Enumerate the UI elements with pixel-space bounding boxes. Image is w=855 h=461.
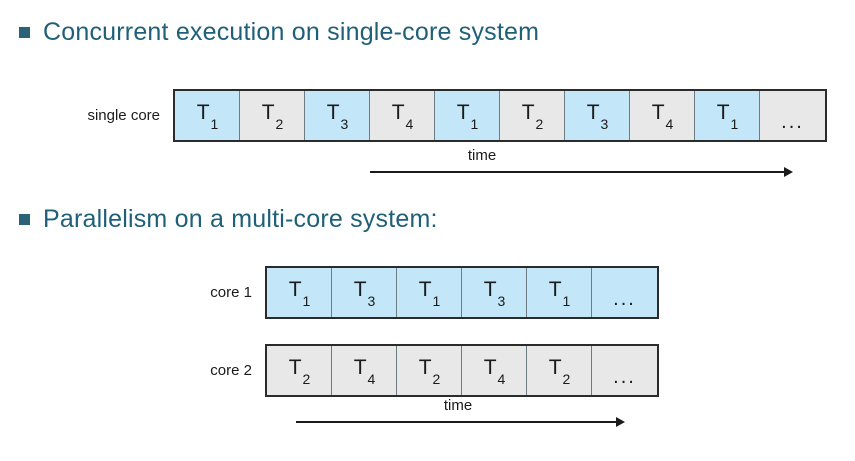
cell-task-index: 1 — [210, 116, 219, 133]
cell-task-letter: T — [353, 278, 367, 301]
cell-task-index: 2 — [302, 371, 311, 388]
ellipsis-label: ... — [781, 111, 804, 133]
single-core-cell-strip: T1 T2 T3 T4 T1 T2 T3 T4 T1 ... — [173, 89, 827, 142]
timeline-cell: T4 — [370, 91, 435, 140]
cell-task-index: 3 — [497, 293, 506, 310]
timeline-cell: T2 — [397, 346, 462, 395]
core-1-row-label: core 1 — [210, 284, 252, 301]
time-axis-line — [296, 421, 618, 423]
cell-task-letter: T — [418, 356, 432, 379]
cell-task-index: 3 — [600, 116, 609, 133]
arrow-right-icon — [784, 167, 793, 177]
core-2-timeline: core 2 T2 T4 T2 T4 T2 ... — [196, 344, 659, 397]
square-bullet-icon — [19, 27, 30, 38]
cell-task-letter: T — [326, 101, 340, 124]
bullet-heading-label: Concurrent execution on single-core syst… — [43, 18, 540, 46]
bullet-heading-parallelism: Parallelism on a multi-core system: — [19, 207, 438, 232]
time-axis-label: time — [443, 397, 473, 414]
single-core-row-label: single core — [87, 107, 160, 124]
bullet-heading-concurrent-execution: Concurrent execution on single-core syst… — [19, 20, 539, 45]
timeline-cell: T3 — [305, 91, 370, 140]
time-axis-label: time — [467, 147, 497, 164]
cell-task-index: 2 — [535, 116, 544, 133]
timeline-cell: T4 — [332, 346, 397, 395]
cell-task-letter: T — [548, 278, 562, 301]
cell-task-letter: T — [288, 356, 302, 379]
timeline-cell: T1 — [267, 268, 332, 317]
cell-task-letter: T — [196, 101, 210, 124]
core-1-timeline: core 1 T1 T3 T1 T3 T1 ... — [196, 266, 659, 319]
timeline-cell: T3 — [565, 91, 630, 140]
cell-task-letter: T — [456, 101, 470, 124]
ellipsis-label: ... — [613, 366, 636, 388]
timeline-cell: T1 — [435, 91, 500, 140]
cell-task-index: 1 — [730, 116, 739, 133]
cell-task-index: 3 — [340, 116, 349, 133]
timeline-cell-ellipsis: ... — [760, 91, 825, 140]
cell-task-letter: T — [418, 278, 432, 301]
timeline-cell: T2 — [500, 91, 565, 140]
core-2-cell-strip: T2 T4 T2 T4 T2 ... — [265, 344, 659, 397]
timeline-cell: T3 — [462, 268, 527, 317]
cell-task-index: 3 — [367, 293, 376, 310]
timeline-cell: T3 — [332, 268, 397, 317]
core-1-cell-strip: T1 T3 T1 T3 T1 ... — [265, 266, 659, 319]
timeline-cell: T1 — [695, 91, 760, 140]
timeline-cell: T1 — [175, 91, 240, 140]
timeline-cell: T1 — [527, 268, 592, 317]
timeline-cell-ellipsis: ... — [592, 346, 657, 395]
cell-task-letter: T — [521, 101, 535, 124]
cell-task-index: 1 — [562, 293, 571, 310]
square-bullet-icon — [19, 214, 30, 225]
timeline-cell: T2 — [267, 346, 332, 395]
cell-task-index: 1 — [432, 293, 441, 310]
time-axis-line — [370, 171, 786, 173]
cell-task-index: 2 — [562, 371, 571, 388]
cell-task-letter: T — [288, 278, 302, 301]
cell-task-index: 4 — [497, 371, 506, 388]
arrow-right-icon — [616, 417, 625, 427]
cell-task-letter: T — [353, 356, 367, 379]
cell-task-index: 1 — [470, 116, 479, 133]
timeline-cell: T2 — [527, 346, 592, 395]
cell-task-index: 1 — [302, 293, 311, 310]
cell-task-index: 4 — [367, 371, 376, 388]
cell-task-letter: T — [548, 356, 562, 379]
timeline-cell: T1 — [397, 268, 462, 317]
cell-task-letter: T — [586, 101, 600, 124]
cell-task-letter: T — [716, 101, 730, 124]
cell-task-index: 2 — [432, 371, 441, 388]
cell-task-letter: T — [483, 278, 497, 301]
single-core-timeline: single core T1 T2 T3 T4 T1 T2 T3 T4 T1 .… — [63, 89, 827, 142]
cell-task-letter: T — [261, 101, 275, 124]
cell-task-letter: T — [483, 356, 497, 379]
cell-task-letter: T — [651, 101, 665, 124]
cell-task-index: 4 — [665, 116, 674, 133]
cell-task-letter: T — [391, 101, 405, 124]
cell-task-index: 2 — [275, 116, 284, 133]
timeline-cell: T4 — [462, 346, 527, 395]
timeline-cell: T2 — [240, 91, 305, 140]
core-2-row-label: core 2 — [210, 362, 252, 379]
timeline-cell: T4 — [630, 91, 695, 140]
ellipsis-label: ... — [613, 288, 636, 310]
bullet-heading-label: Parallelism on a multi-core system: — [43, 205, 438, 233]
cell-task-index: 4 — [405, 116, 414, 133]
timeline-cell-ellipsis: ... — [592, 268, 657, 317]
